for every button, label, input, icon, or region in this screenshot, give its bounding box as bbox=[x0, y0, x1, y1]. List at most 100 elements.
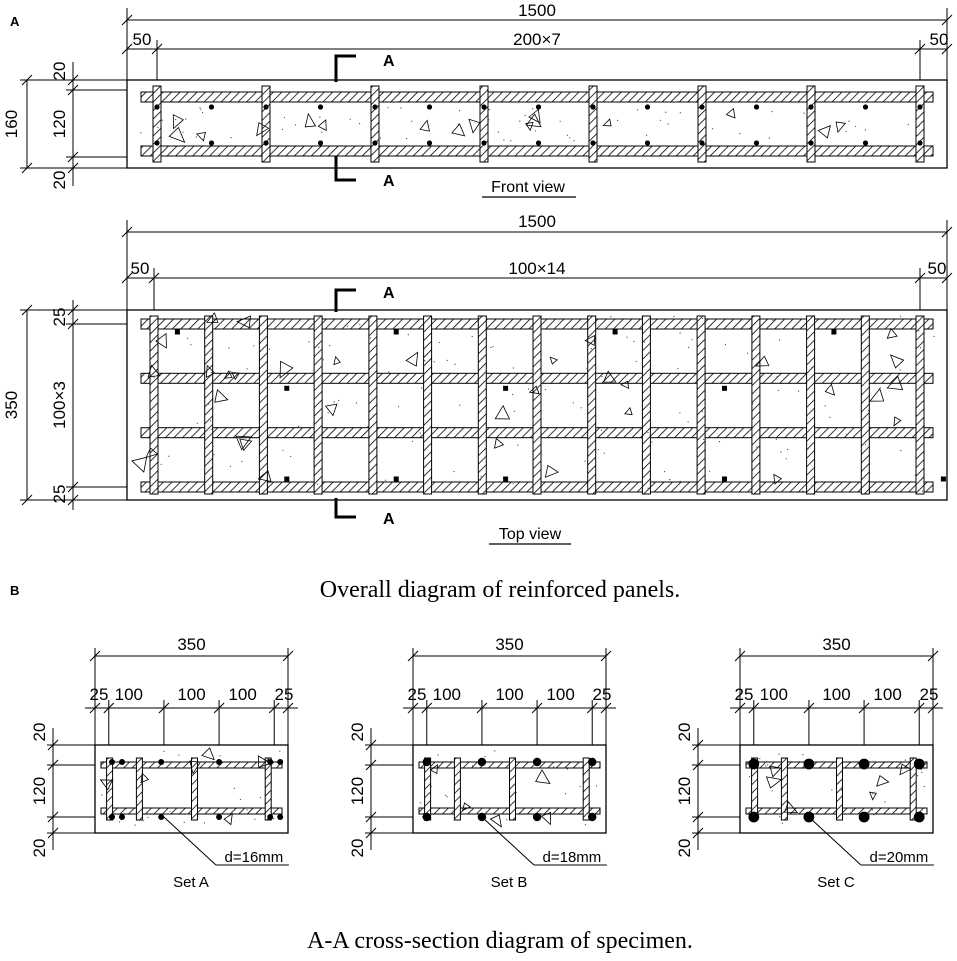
front-aggregate-speck bbox=[202, 111, 204, 114]
top-aggregate-speck bbox=[777, 389, 779, 392]
top-aggregate-speck bbox=[433, 361, 435, 363]
front-longitudinal-bar-end bbox=[154, 140, 160, 146]
top-aggregate-speck bbox=[900, 315, 902, 317]
front-longitudinal-bar-end bbox=[862, 104, 869, 110]
top-aggregate-speck bbox=[471, 335, 473, 338]
front-aggregate-speck bbox=[359, 123, 361, 125]
front-longitudinal-bar-end bbox=[808, 140, 814, 146]
front-stirrup bbox=[370, 85, 380, 163]
section-aggregate-speck bbox=[183, 767, 185, 769]
section-aggregate-speck bbox=[258, 813, 260, 815]
front-aggregate-speck bbox=[918, 125, 920, 127]
section-cover-top-dim: 20 bbox=[348, 723, 367, 742]
front-stirrup bbox=[806, 85, 816, 163]
section-inner-dim: 120 bbox=[30, 777, 49, 805]
top-aggregate-speck bbox=[355, 402, 357, 404]
top-aggregate-speck bbox=[679, 480, 681, 482]
top-aggregate-speck bbox=[157, 415, 159, 417]
top-aggregate-speck bbox=[772, 319, 774, 321]
top-aggregate-speck bbox=[230, 370, 232, 372]
top-spacing-dim: 100×14 bbox=[508, 259, 565, 278]
section-aggregate-triangle bbox=[140, 772, 150, 784]
top-aggregate-speck bbox=[702, 318, 704, 320]
top-aggregate-speck bbox=[864, 443, 867, 445]
top-aggregate-speck bbox=[153, 376, 155, 378]
top-transverse-bar bbox=[641, 315, 651, 495]
section-main-bar bbox=[803, 758, 815, 770]
section-stirrup-vertical bbox=[106, 757, 114, 821]
section-aggregate-speck bbox=[904, 759, 907, 761]
top-aggregate-speck bbox=[407, 334, 409, 336]
front-aggregate-triangle bbox=[168, 126, 186, 143]
top-aggregate-triangle bbox=[544, 464, 559, 478]
top-aggregate-speck bbox=[749, 377, 751, 380]
top-aggregate-triangle bbox=[549, 356, 558, 365]
section-aggregate-speck bbox=[183, 821, 185, 824]
section-bar-diameter-label: d=20mm bbox=[870, 849, 929, 866]
top-aggregate-speck bbox=[725, 481, 727, 483]
section-aggregate-speck bbox=[273, 818, 275, 820]
top-concrete-outline bbox=[126, 309, 948, 501]
section-aggregate-speck bbox=[923, 785, 925, 788]
top-aggregate-speck bbox=[187, 337, 189, 339]
top-aggregate-speck bbox=[756, 446, 758, 448]
front-aggregate-triangle bbox=[525, 113, 542, 128]
section-width-dim: 350 bbox=[177, 635, 205, 654]
top-aggregate-triangle bbox=[886, 375, 904, 391]
top-aggregate-speck bbox=[308, 341, 310, 343]
top-aggregate-speck bbox=[701, 410, 704, 412]
section-spacing-dim: 100 bbox=[760, 685, 788, 704]
top-cover-top-dim: 25 bbox=[50, 308, 69, 327]
front-concrete-outline bbox=[126, 79, 948, 169]
front-aggregate-speck bbox=[532, 108, 534, 110]
top-aggregate-triangle bbox=[231, 372, 241, 381]
top-aggregate-speck bbox=[210, 372, 212, 374]
top-aggregate-speck bbox=[811, 485, 813, 487]
front-aggregate-speck bbox=[535, 130, 537, 132]
front-aggregate-speck bbox=[161, 119, 163, 121]
top-aggregate-speck bbox=[154, 353, 156, 355]
top-aggregate-speck bbox=[688, 346, 690, 349]
top-aggregate-speck bbox=[512, 393, 514, 396]
section-cover-bottom-dim: 20 bbox=[30, 839, 49, 858]
top-aggregate-speck bbox=[352, 486, 354, 488]
front-longitudinal-bar-end bbox=[753, 104, 760, 110]
section-aggregate-triangle bbox=[223, 812, 233, 826]
front-stirrup bbox=[152, 85, 162, 163]
top-aggregate-speck bbox=[480, 475, 482, 477]
front-aggregate-speck bbox=[281, 128, 283, 130]
top-left-edge-dim: 50 bbox=[131, 259, 150, 278]
section-aggregate-triangle bbox=[429, 763, 438, 775]
front-aggregate-speck bbox=[659, 119, 662, 121]
front-aggregate-speck bbox=[637, 109, 639, 111]
top-aggregate-triangle bbox=[405, 351, 419, 367]
top-aggregate-speck bbox=[933, 335, 935, 337]
front-longitudinal-bar-end bbox=[590, 104, 596, 110]
section-main-bar bbox=[588, 812, 597, 822]
top-aggregate-speck bbox=[241, 460, 243, 462]
section-aggregate-speck bbox=[802, 754, 804, 756]
top-aggregate-triangle bbox=[889, 354, 905, 369]
front-longitudinal-bar-end bbox=[808, 104, 814, 110]
front-longitudinal-bar-end bbox=[535, 140, 542, 146]
section-aggregate-speck bbox=[583, 808, 585, 810]
section-aggregate-speck bbox=[884, 801, 886, 803]
top-aggregate-speck bbox=[438, 341, 440, 344]
top-aggregate-speck bbox=[513, 410, 516, 412]
section-aggregate-speck bbox=[779, 816, 781, 818]
top-aggregate-speck bbox=[798, 390, 800, 392]
top-aggregate-triangle bbox=[131, 456, 148, 473]
top-aggregate-speck bbox=[603, 452, 605, 454]
front-longitudinal-bar-end bbox=[263, 140, 269, 146]
front-aggregate-speck bbox=[538, 121, 540, 123]
section-aggregate-speck bbox=[239, 798, 241, 801]
top-aggregate-speck bbox=[210, 428, 212, 430]
front-longitudinal-bar-end bbox=[208, 104, 215, 110]
top-aggregate-speck bbox=[580, 407, 582, 409]
section-set-name: Set B bbox=[491, 874, 528, 891]
front-spacing-dim: 200×7 bbox=[513, 30, 561, 49]
top-aggregate-speck bbox=[651, 441, 653, 443]
top-aggregate-speck bbox=[643, 341, 646, 343]
